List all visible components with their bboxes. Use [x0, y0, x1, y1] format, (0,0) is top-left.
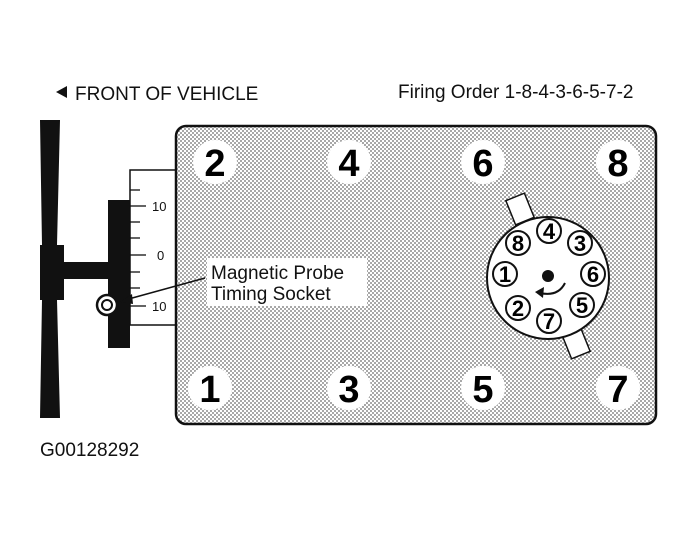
terminal-6-number: 6 [587, 262, 599, 287]
cylinder-8-number: 8 [607, 143, 628, 185]
damper-bar [108, 200, 130, 348]
cylinder-4-number: 4 [338, 143, 359, 185]
terminal-3: 3 [567, 230, 593, 256]
terminal-7-number: 7 [543, 309, 555, 334]
terminal-5-number: 5 [576, 293, 588, 318]
probe-label-line1: Magnetic Probe [211, 263, 344, 284]
cylinder-2-number: 2 [204, 143, 225, 185]
probe-socket-inner [101, 299, 113, 311]
front-arrow-icon [56, 86, 67, 98]
engine-block [174, 124, 658, 426]
cylinder-8: 8 [596, 140, 640, 185]
terminal-1-number: 1 [499, 262, 511, 287]
probe-label-backing [207, 258, 367, 306]
probe-leader-arrow-icon [120, 294, 133, 304]
cylinder-1-number: 1 [199, 369, 220, 411]
rotation-arrowhead-icon [535, 287, 544, 298]
timing-mark-0: 0 [157, 248, 164, 263]
terminal-2: 2 [505, 295, 531, 321]
terminal-4-number: 4 [543, 219, 556, 244]
distributor-rotor-center [542, 270, 554, 282]
cylinder-3-number: 3 [338, 369, 359, 411]
terminal-3-number: 3 [574, 231, 586, 256]
terminal-7: 7 [536, 308, 562, 334]
cylinder-6-number: 6 [472, 143, 493, 185]
front-of-vehicle-label: FRONT OF VEHICLE [56, 84, 258, 106]
terminal-1: 1 [492, 261, 518, 287]
terminal-5: 5 [569, 292, 595, 318]
timing-mark-10-bottom: 10 [152, 299, 166, 314]
front-of-vehicle-text: FRONT OF VEHICLE [75, 84, 259, 105]
terminal-2-number: 2 [512, 296, 524, 321]
timing-mark-10-top: 10 [152, 199, 166, 214]
cylinder-1: 1 [188, 366, 232, 411]
probe-label-line2: Timing Socket [211, 284, 331, 305]
terminal-4: 4 [536, 218, 562, 244]
cylinder-4: 4 [327, 140, 371, 185]
figure-id: G00128292 [40, 440, 140, 461]
cylinder-2: 2 [193, 140, 237, 185]
cylinder-5-number: 5 [472, 369, 493, 411]
distributor: 8 4 3 1 6 2 7 [486, 192, 610, 360]
terminal-8-number: 8 [512, 231, 524, 256]
terminal-6: 6 [580, 261, 606, 287]
cylinder-6: 6 [461, 140, 505, 185]
probe-leader-line [124, 277, 206, 301]
cylinder-top-row: 2 4 6 8 [193, 140, 640, 185]
cylinder-7-number: 7 [607, 369, 628, 411]
terminal-8: 8 [505, 230, 531, 256]
fan-blade [40, 120, 64, 418]
firing-order-label: Firing Order 1-8-4-3-6-5-7-2 [398, 82, 634, 103]
cylinder-5: 5 [461, 366, 505, 411]
cylinder-7: 7 [596, 366, 640, 411]
cylinder-3: 3 [327, 366, 371, 411]
cylinder-bottom-row: 1 3 5 7 [188, 366, 640, 411]
timing-scale-ticks [130, 189, 146, 307]
crank-shaft [58, 262, 110, 279]
timing-scale-plate [129, 169, 176, 326]
distributor-terminals: 8 4 3 1 6 2 7 [492, 218, 606, 334]
